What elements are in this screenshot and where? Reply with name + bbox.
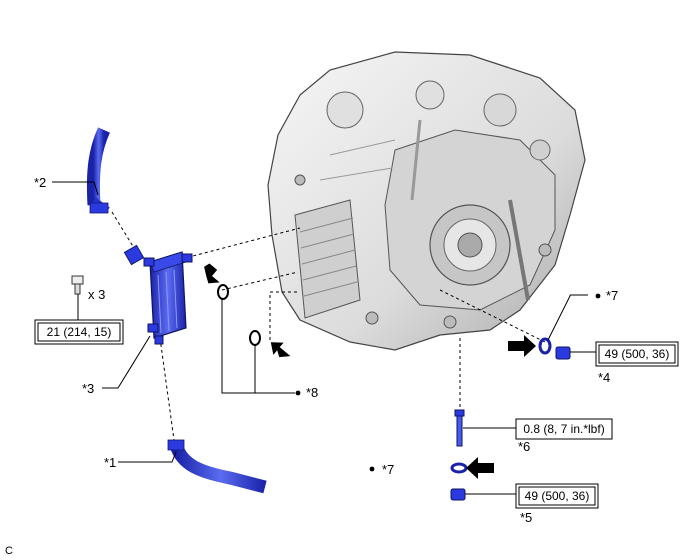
small-bolt (454, 409, 465, 447)
alignment-lines (111, 211, 546, 441)
drain-plug-lower (450, 488, 466, 501)
callout-2: *2 (34, 175, 46, 190)
quantity-label: x 3 (88, 287, 105, 302)
callout-5: *5 (520, 510, 532, 525)
torque-value-bolts: 21 (214, 15) (47, 325, 112, 339)
corner-code: C (5, 545, 13, 557)
callout-6: *6 (518, 439, 530, 454)
arrow-icon (270, 342, 291, 358)
arrow-icon (508, 335, 536, 357)
bullet-icon (369, 466, 375, 472)
torque-box-small-bolt: 0.8 (8, 7 in.*lbf) (515, 418, 613, 440)
torque-box-plug-upper: 49 (500, 36) (595, 341, 679, 367)
callout-1: *1 (104, 455, 116, 470)
callout-7-upper: *7 (606, 288, 618, 303)
o-ring-icon (217, 284, 229, 300)
drain-plug-upper (555, 346, 571, 360)
callout-3: *3 (82, 381, 94, 396)
arrow-icon (466, 457, 494, 479)
cooler-bolt (71, 275, 84, 320)
o-ring-icon (249, 330, 261, 346)
upper-cooler-hose (86, 127, 110, 214)
callout-8: *8 (306, 385, 318, 400)
torque-value-small-bolt: 0.8 (8, 7 in.*lbf) (523, 422, 604, 436)
callout-4: *4 (598, 370, 610, 385)
lower-cooler-hose (167, 439, 267, 494)
oil-cooler (123, 244, 193, 345)
torque-value-plug-lower: 49 (500, 36) (525, 489, 590, 503)
torque-box-bolts: 21 (214, 15) (34, 319, 124, 345)
leader-lines (52, 181, 598, 495)
o-ring-icon (538, 337, 552, 355)
torque-box-plug-lower: 49 (500, 36) (515, 483, 599, 509)
transmission-assembly (267, 51, 586, 351)
callout-7-lower: *7 (382, 462, 394, 477)
o-ring-icon (450, 462, 468, 474)
torque-value-plug-upper: 49 (500, 36) (605, 347, 670, 361)
bullet-icon (295, 390, 301, 396)
arrow-icon (204, 263, 220, 284)
bullet-icon (595, 293, 601, 299)
